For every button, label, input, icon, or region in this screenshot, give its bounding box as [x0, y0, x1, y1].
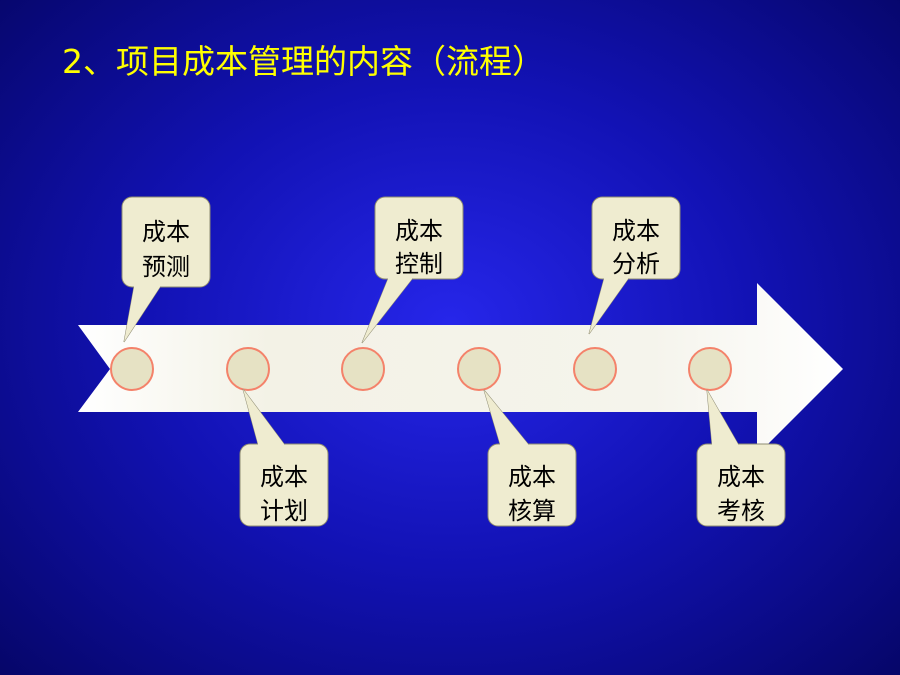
callout-line1: 成本 — [717, 463, 765, 491]
callout-box — [374, 196, 464, 280]
step-node-2 — [226, 347, 270, 391]
step-node-3 — [341, 347, 385, 391]
callout-pointer-fill — [243, 389, 284, 450]
callout-assessment: 成本 考核 — [696, 389, 786, 527]
callout-line1: 成本 — [260, 463, 308, 491]
callout-pointer-fill — [484, 390, 528, 450]
callout-line2: 控制 — [395, 250, 443, 278]
step-node-1 — [110, 347, 154, 391]
callout-control: 成本 控制 — [361, 196, 464, 344]
callout-pointer-fill — [362, 273, 412, 343]
callout-forecast: 成本 预测 — [121, 196, 211, 343]
callout-line2: 核算 — [508, 497, 556, 525]
callout-line2: 分析 — [612, 250, 660, 278]
step-node-6 — [688, 347, 732, 391]
callout-pointer-fill — [124, 281, 160, 342]
callout-analysis: 成本 分析 — [588, 196, 681, 335]
callout-line2: 考核 — [717, 497, 765, 525]
slide-title: 2、项目成本管理的内容（流程） — [62, 42, 545, 81]
callout-plan: 成本 计划 — [239, 388, 329, 527]
step-node-4 — [457, 347, 501, 391]
callout-box — [487, 443, 577, 527]
callout-pointer-fill — [707, 390, 738, 450]
callout-box — [591, 196, 681, 280]
callout-box — [121, 196, 211, 288]
callout-line1: 成本 — [142, 218, 190, 246]
callout-box — [696, 443, 786, 527]
callout-pointer-fill — [589, 273, 628, 334]
callout-line2: 预测 — [142, 253, 190, 281]
callout-line1: 成本 — [508, 463, 556, 491]
callout-line2: 计划 — [260, 497, 308, 525]
callout-accounting: 成本 核算 — [483, 389, 577, 527]
step-node-5 — [573, 347, 617, 391]
callout-line1: 成本 — [395, 217, 443, 245]
callout-line1: 成本 — [612, 217, 660, 245]
